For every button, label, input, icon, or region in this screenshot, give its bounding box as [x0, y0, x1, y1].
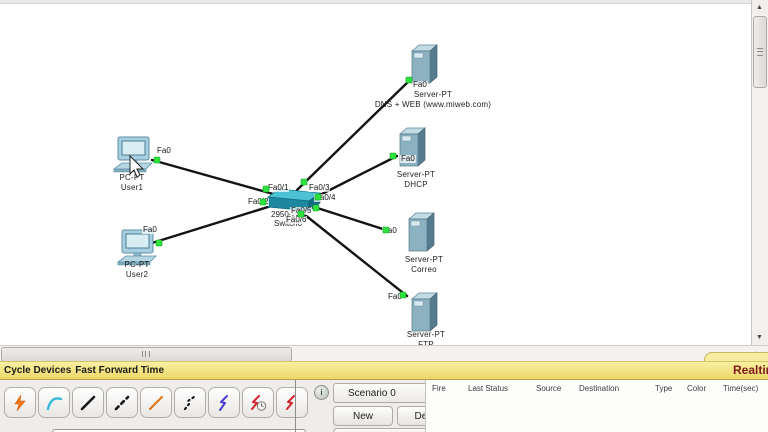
device-label-user2: PC-PT User2 — [124, 260, 150, 279]
pdu-list-panel: Fire Last Status Source Destination Type… — [425, 379, 768, 432]
pc-icon — [112, 136, 153, 173]
port-label-dns-fa0: Fa0 — [412, 80, 428, 89]
port-label-user2-fa0: Fa0 — [142, 225, 158, 234]
connection-auto-connect-button[interactable] — [4, 387, 36, 418]
device-label-correo: Server-PT Correo — [404, 255, 444, 274]
link-up-dot — [300, 178, 308, 186]
port-label-dhcp-fa0: Fa0 — [400, 154, 416, 163]
port-label-fa0-5: Fa0/5 — [290, 206, 313, 215]
scroll-down-button[interactable]: ▼ — [752, 330, 767, 344]
port-label-fa0-2: Fa0/2 — [247, 197, 270, 206]
workspace-canvas[interactable]: PC-PT User1 PC-PT User2 2950-24 — [0, 4, 752, 349]
horizontal-scrollbar[interactable]: ▶ — [0, 345, 768, 362]
pdu-header-source: Source — [536, 384, 562, 393]
server-icon — [408, 212, 435, 252]
pdu-header-last-status: Last Status — [468, 384, 509, 393]
port-label-correo-fa0: Fa0 — [382, 226, 398, 235]
thumb-grip — [757, 48, 763, 56]
vertical-scroll-thumb[interactable] — [753, 16, 767, 88]
realtime-bar: Cycle Devices Fast Forward Time Realtime — [0, 361, 768, 380]
realtime-tab[interactable]: Realtime — [733, 363, 768, 377]
device-server-correo[interactable] — [405, 210, 437, 254]
connection-serial-dce-button[interactable] — [242, 387, 274, 418]
connection-fiber-button[interactable] — [140, 387, 172, 418]
connection-phone-button[interactable] — [174, 387, 206, 418]
pdu-header-time: Time(sec) — [723, 384, 759, 393]
scenario-selected-value: Scenario 0 — [348, 387, 396, 399]
scenario-new-button[interactable]: New — [333, 406, 393, 426]
phone-cable-icon — [183, 395, 196, 410]
port-label-fa0-6: Fa0/6 — [285, 215, 308, 224]
copper-straight-icon — [80, 395, 96, 410]
device-label-user1: PC-PT User1 — [119, 173, 145, 192]
vertical-scrollbar[interactable]: ▲ ▼ — [751, 0, 768, 345]
copper-cross-icon — [114, 395, 130, 410]
pc-icon — [116, 229, 157, 266]
coaxial-cable-icon — [219, 394, 228, 411]
device-label-dns: Server-PT DNS + WEB (www.miweb.com) — [374, 90, 492, 109]
scenario-info-icon[interactable]: i — [314, 385, 329, 400]
pdu-header-destination: Destination — [579, 384, 620, 393]
connection-serial-dte-button[interactable] — [276, 387, 308, 418]
link-user2-switch — [150, 200, 286, 245]
top-border-strip — [0, 0, 768, 4]
console-cable-icon — [46, 396, 63, 410]
panel-divider — [295, 379, 296, 432]
pdu-header-type: Type — [655, 384, 673, 393]
pdu-header-color: Color — [687, 384, 707, 393]
serial-dce-clock-icon — [251, 394, 267, 411]
port-label-fa0-3: Fa0/3 — [308, 183, 331, 192]
port-label-fa0-4: Fa0/4 — [314, 193, 337, 202]
port-label-ftp-fa0: Fa0 — [387, 292, 403, 301]
device-pc-user1[interactable] — [112, 136, 156, 174]
switch-model-label: 2950-24 — [271, 210, 301, 219]
connection-coaxial-button[interactable] — [208, 387, 240, 418]
serial-dte-icon — [286, 394, 295, 410]
bottom-toolbar: i Scenario 0 New Delete Fire Last Status… — [0, 378, 768, 432]
power-cycle-devices-button[interactable]: Cycle Devices — [4, 365, 72, 376]
pdu-header-fire: Fire — [432, 384, 446, 393]
palette-subpanel-edge — [52, 429, 306, 432]
scroll-up-button[interactable]: ▲ — [752, 0, 767, 14]
device-label-ftp: Server-PT FTP — [406, 330, 446, 349]
thumb-grip — [142, 351, 150, 357]
port-label-user1-fa0: Fa0 — [156, 146, 172, 155]
horizontal-scroll-thumb[interactable] — [1, 347, 292, 362]
server-icon — [411, 292, 438, 332]
device-pc-user2[interactable] — [116, 229, 160, 267]
lightning-auto-icon — [14, 394, 26, 411]
device-server-ftp[interactable] — [408, 290, 440, 334]
port-label-fa0-1: Fa0/1 — [267, 183, 290, 192]
link-switch-ftp — [298, 209, 409, 298]
fiber-cable-icon — [148, 395, 164, 410]
device-label-dhcp: Server-PT DHCP — [396, 170, 436, 189]
connection-copper-straight-button[interactable] — [72, 387, 104, 418]
connection-console-button[interactable] — [38, 387, 70, 418]
fast-forward-time-button[interactable]: Fast Forward Time — [75, 365, 165, 376]
connection-copper-cross-button[interactable] — [106, 387, 138, 418]
realtime-tab-bump — [704, 352, 768, 363]
